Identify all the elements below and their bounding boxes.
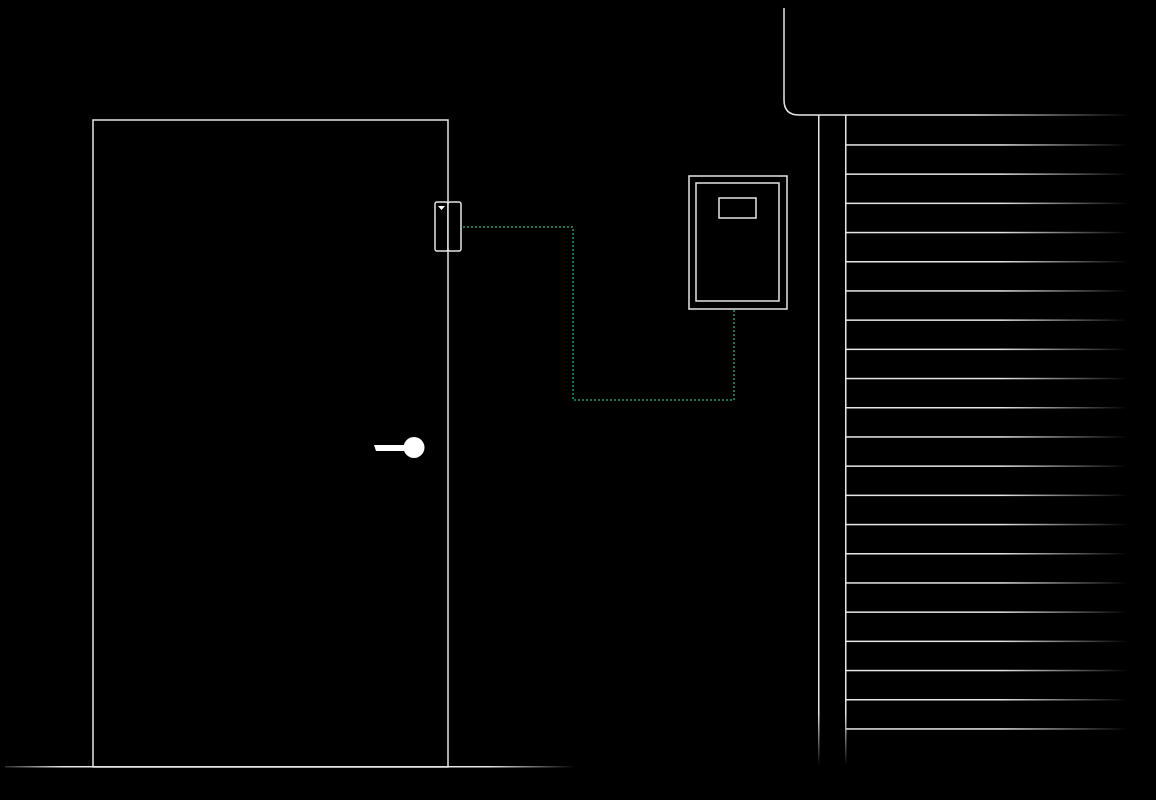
garage-door-slat xyxy=(846,494,1128,497)
garage-door-slat xyxy=(846,611,1128,613)
garage-door-slat xyxy=(846,231,1128,234)
garage-door-slat xyxy=(846,523,1128,526)
garage-door-slat xyxy=(846,465,1128,467)
garage-door-slat xyxy=(846,173,1128,175)
sensor-wiring xyxy=(463,226,735,401)
door xyxy=(92,119,449,768)
garage-door-slat xyxy=(846,699,1128,701)
garage-door-slat xyxy=(846,377,1128,380)
garage-door-slat xyxy=(846,436,1128,438)
control-panel-display xyxy=(718,197,757,219)
garage-door-slat xyxy=(846,728,1128,730)
sensor-indicator-icon xyxy=(438,206,445,210)
door-handle-icon xyxy=(374,437,425,458)
garage-door-slat xyxy=(846,669,1128,672)
garage-door-slat xyxy=(846,553,1128,555)
garage-door-slat xyxy=(846,348,1128,351)
garage-door-slat xyxy=(846,582,1128,584)
garage-door-slat xyxy=(846,290,1128,292)
garage-door-edge xyxy=(845,115,847,765)
garage-door-slat xyxy=(846,407,1128,409)
garage-rail xyxy=(818,115,820,765)
garage-door-slat xyxy=(846,319,1128,321)
door-contact-sensor xyxy=(434,201,462,252)
garage-door-slat xyxy=(846,202,1128,205)
garage-door-slat xyxy=(846,640,1128,643)
garage-door xyxy=(846,144,1128,730)
garage-door-slat xyxy=(846,144,1128,146)
control-panel xyxy=(688,175,788,310)
garage-door-slat xyxy=(846,261,1128,263)
garage-housing xyxy=(783,8,1130,116)
